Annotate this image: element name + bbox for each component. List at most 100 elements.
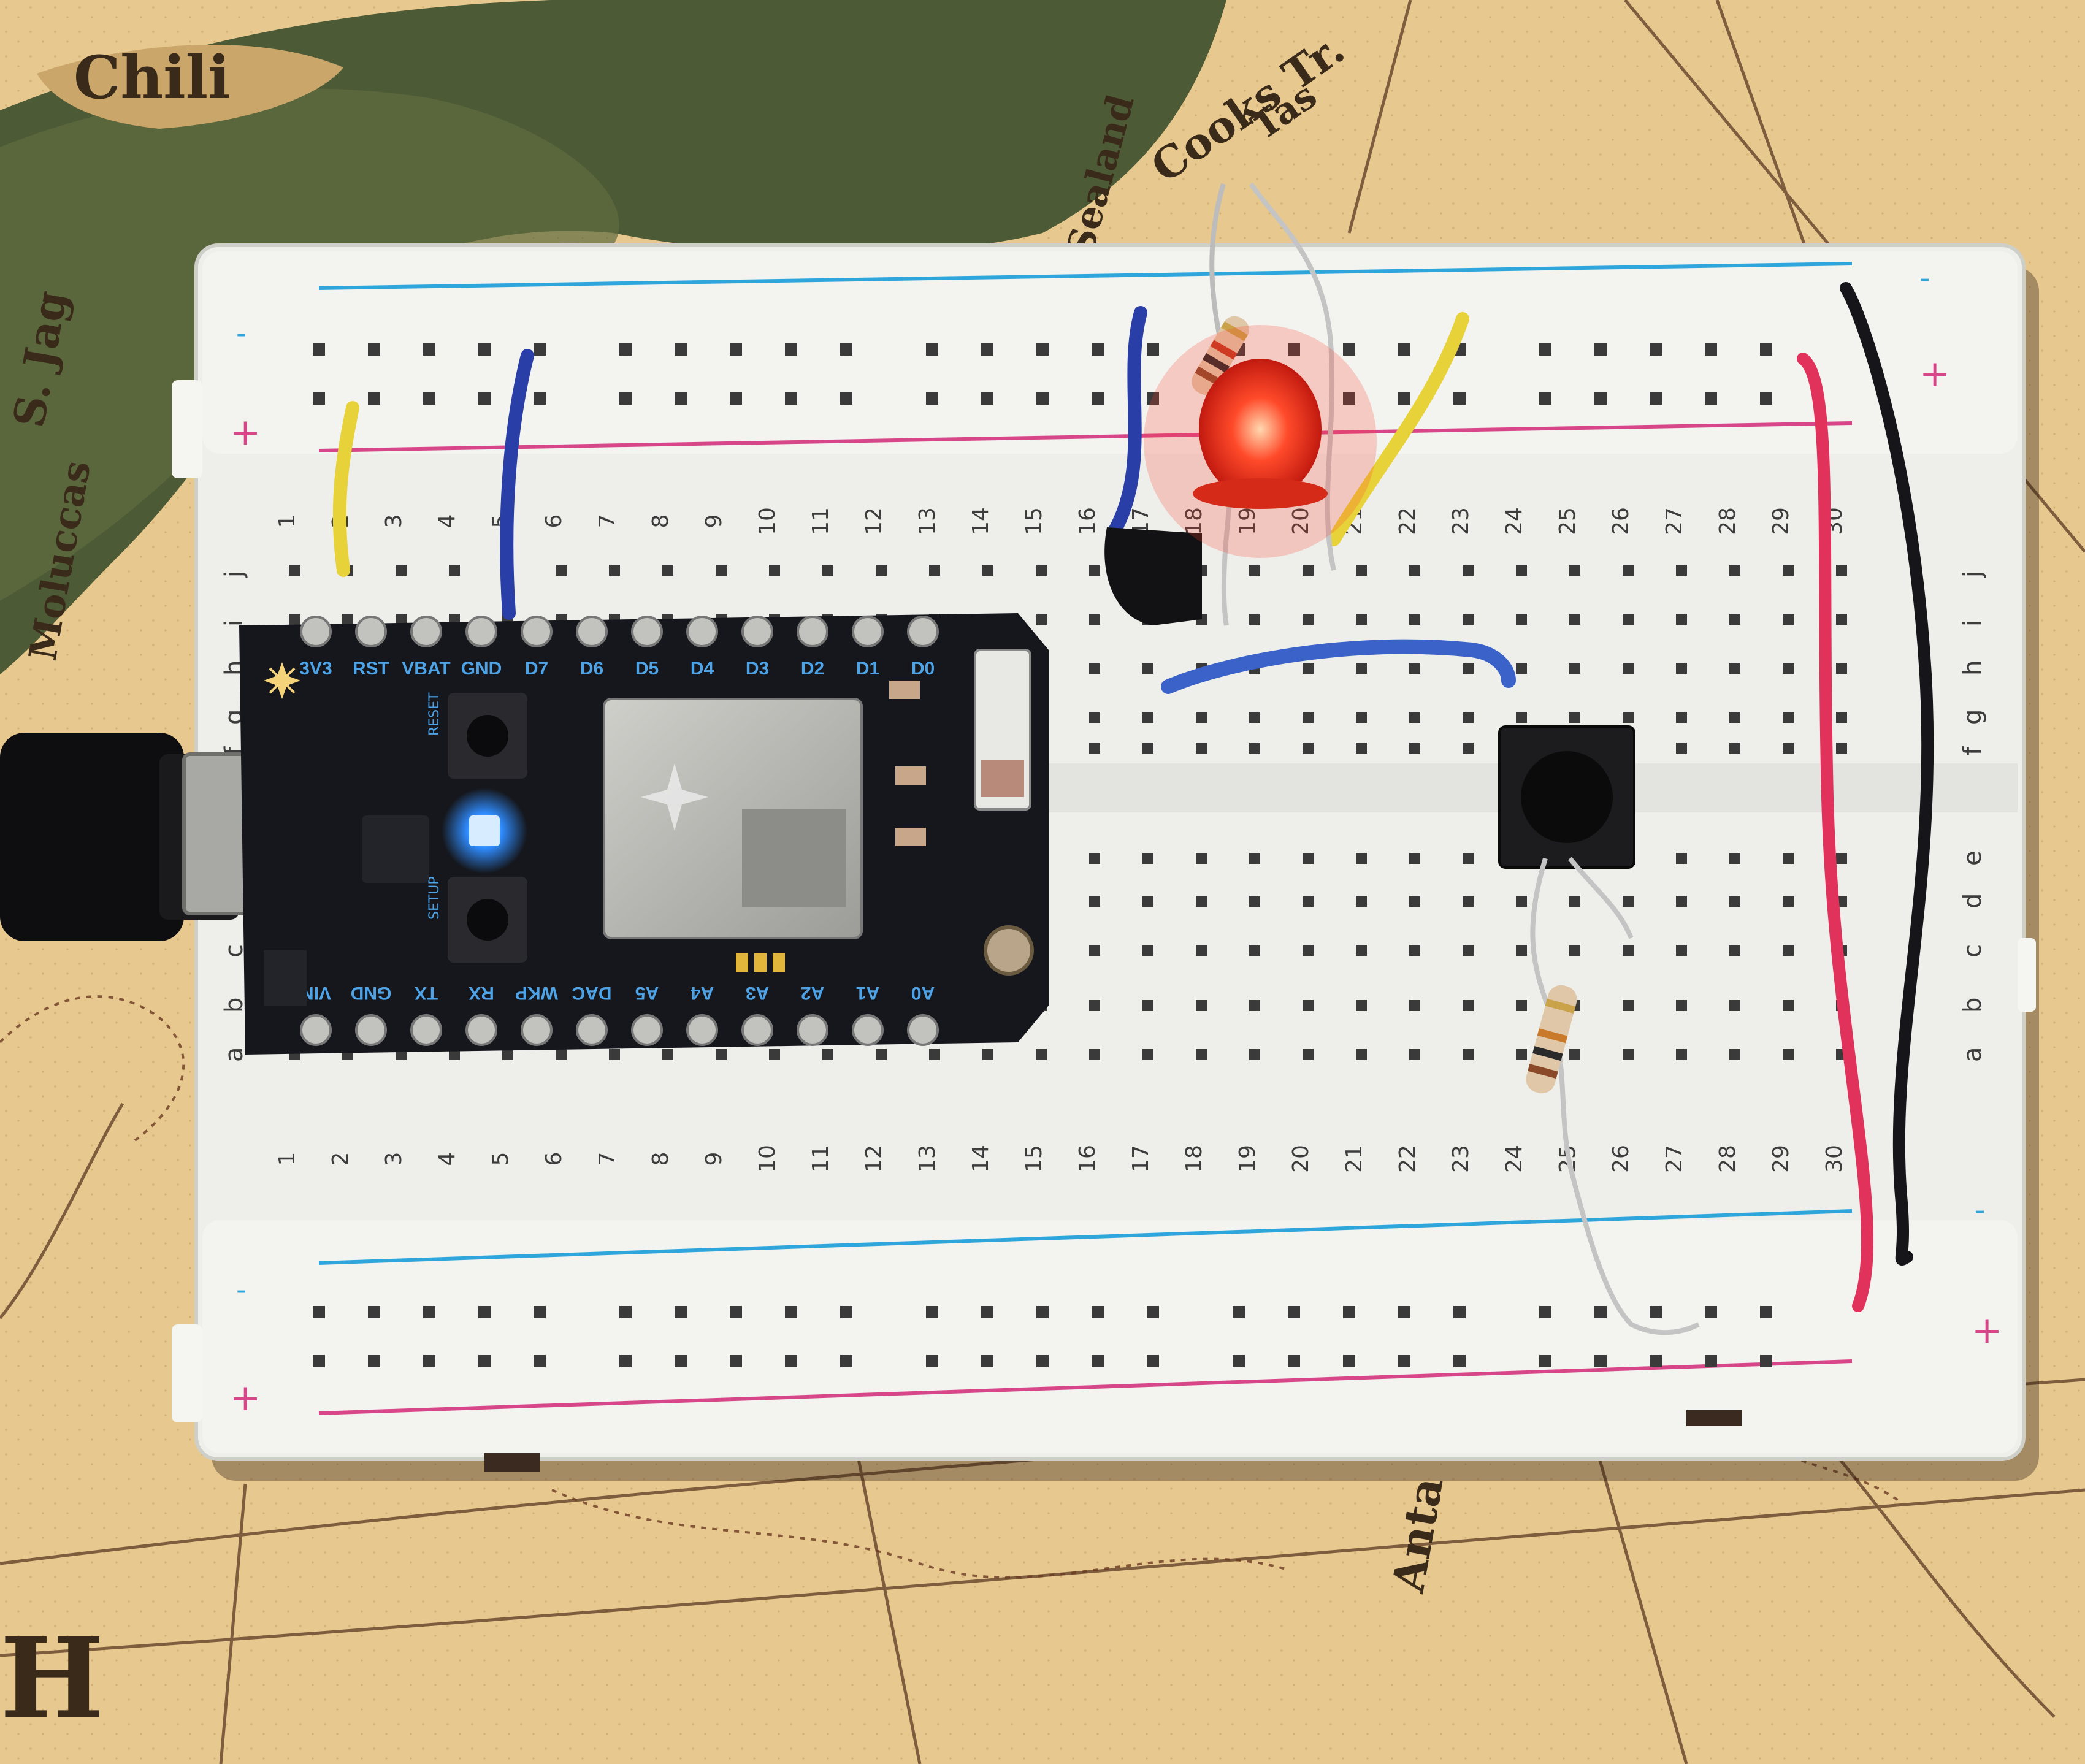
- breadboard-hole: [1303, 565, 1314, 576]
- column-number-top: 13: [915, 507, 940, 535]
- rail-hole: [1650, 1355, 1662, 1367]
- rail-hole: [1650, 392, 1662, 405]
- column-number-top: 19: [1235, 507, 1260, 535]
- breadboard-hole: [1463, 614, 1474, 625]
- breadboard-hole: [1249, 743, 1260, 754]
- rail-hole: [730, 1306, 742, 1318]
- breadboard-hole: [1249, 853, 1260, 864]
- rail-hole: [1147, 392, 1159, 405]
- breadboard-hole: [1303, 614, 1314, 625]
- rail-hole: [1288, 343, 1300, 356]
- red-led-base: [1193, 478, 1328, 509]
- rail-hole: [1288, 1306, 1300, 1318]
- smd-component-2: [889, 681, 920, 699]
- rail-hole: [675, 1306, 687, 1318]
- breadboard-hole: [1249, 896, 1260, 907]
- black-wire-long: [1840, 282, 1934, 1266]
- rail-hole: [1650, 343, 1662, 356]
- row-letter-right: f: [1959, 746, 1987, 755]
- breadboard-hole: [1196, 945, 1207, 956]
- rail-hole: [926, 392, 938, 405]
- rail-hole: [675, 1355, 687, 1367]
- breadboard-hole: [1303, 712, 1314, 723]
- rail-hole: [981, 1355, 993, 1367]
- bottom-rail-red-line: [318, 1359, 1853, 1415]
- column-number-bottom: 21: [1342, 1145, 1367, 1173]
- led-anode-lead: [1249, 182, 1336, 571]
- bottom-power-rail: [202, 1220, 2018, 1453]
- row-letter-right: h: [1959, 660, 1987, 676]
- module-star-icon: [641, 763, 708, 831]
- board-foot-right: [1686, 1410, 1742, 1426]
- rail-hole: [1539, 1355, 1551, 1367]
- column-number-top: 16: [1075, 507, 1100, 535]
- header-pin: [631, 616, 663, 647]
- header-pin: [576, 616, 608, 647]
- pin-label-bottom: RX: [469, 983, 494, 1003]
- breadboard-hole: [1303, 663, 1314, 674]
- rail-hole: [1398, 1355, 1410, 1367]
- pin-label-bottom: A4: [691, 983, 714, 1003]
- rail-hole: [1147, 343, 1159, 356]
- header-pin: [521, 1014, 553, 1046]
- pin-label-bottom: TX: [415, 983, 438, 1003]
- breadboard-hole: [1196, 712, 1207, 723]
- rail-hole: [368, 392, 380, 405]
- rail-hole: [534, 343, 546, 356]
- breadboard-hole: [1729, 945, 1740, 956]
- breadboard-hole: [1516, 712, 1527, 723]
- resistor-bottom: [1526, 985, 1577, 1094]
- breadboard-hole: [609, 1049, 620, 1060]
- breadboard-hole: [1676, 945, 1687, 956]
- rail-hole: [423, 1306, 435, 1318]
- column-number-top: 8: [648, 514, 673, 529]
- pin-label-top: RST: [353, 659, 389, 679]
- breadboard-hole: [982, 1049, 993, 1060]
- pulldown-resistor-lead: [1530, 857, 1700, 1335]
- header-pin: [631, 1014, 663, 1046]
- resistor-top: [1192, 316, 1249, 395]
- breadboard-hole: [1836, 663, 1847, 674]
- row-letter-right: a: [1959, 1047, 1987, 1062]
- breadboard-hole: [1783, 853, 1794, 864]
- pin-label-top: D5: [635, 659, 659, 679]
- pin-label-top: D6: [580, 659, 603, 679]
- rail-hole: [619, 343, 632, 356]
- breadboard-hole: [1409, 1000, 1420, 1011]
- breadboard-hole: [1783, 945, 1794, 956]
- rail-hole: [840, 343, 852, 356]
- map-label-chili: Chili: [74, 43, 231, 112]
- rail-hole: [313, 343, 325, 356]
- reset-button-cap[interactable]: [467, 715, 508, 757]
- breadboard-hole: [1142, 896, 1153, 907]
- pin-label-top: D0: [911, 659, 935, 679]
- pad-3: [773, 953, 785, 972]
- column-number-bottom: 30: [1822, 1145, 1847, 1173]
- rail-hole: [1594, 1355, 1607, 1367]
- column-number-bottom: 7: [595, 1152, 620, 1166]
- breadboard-hole: [1463, 945, 1474, 956]
- rail-hole: [478, 343, 491, 356]
- rail-hole: [534, 1306, 546, 1318]
- smd-component-3: [895, 766, 926, 785]
- bottom-rail-minus-left: -: [236, 1273, 247, 1307]
- breadboard-hole: [982, 565, 993, 576]
- breadboard-hole: [1836, 565, 1847, 576]
- rail-hole: [313, 1306, 325, 1318]
- rail-hole: [1092, 343, 1104, 356]
- breadboard-hole: [609, 565, 620, 576]
- breadboard-hole: [1409, 663, 1420, 674]
- pushbutton-cap[interactable]: [1521, 751, 1613, 843]
- rail-hole: [534, 392, 546, 405]
- breadboard-hole: [769, 565, 780, 576]
- column-number-bottom: 2: [328, 1152, 353, 1166]
- header-pin: [410, 1014, 442, 1046]
- breadboard-hole: [1142, 663, 1153, 674]
- breadboard-hole: [1729, 1000, 1740, 1011]
- setup-button-cap[interactable]: [467, 899, 508, 941]
- breadboard-hole: [822, 565, 833, 576]
- pin-label-top: VBAT: [402, 659, 450, 679]
- breadboard-hole: [1463, 565, 1474, 576]
- top-rail-plus-left: +: [230, 411, 261, 454]
- rail-hole: [1288, 1355, 1300, 1367]
